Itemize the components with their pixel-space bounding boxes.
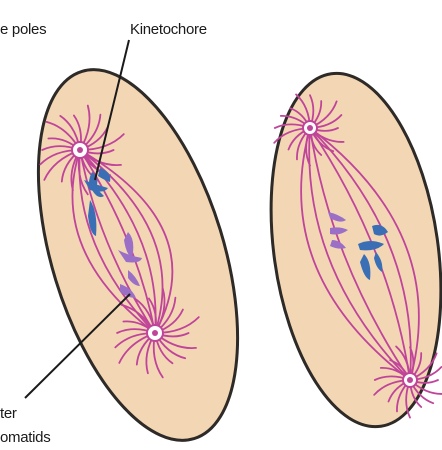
right-cell <box>250 62 442 437</box>
label-sister-line-2: omatids <box>0 429 50 446</box>
label-kinetochore: Kinetochore <box>130 21 207 38</box>
label-spindle-poles: e poles <box>0 21 46 38</box>
right-upper-pole <box>303 121 317 135</box>
left-cell-membrane <box>0 46 276 450</box>
left-lower-pole <box>147 325 163 341</box>
left-cell <box>0 40 276 450</box>
left-upper-pole <box>72 142 88 158</box>
label-sister-line-1: ter <box>0 405 17 422</box>
right-lower-pole <box>403 373 417 387</box>
